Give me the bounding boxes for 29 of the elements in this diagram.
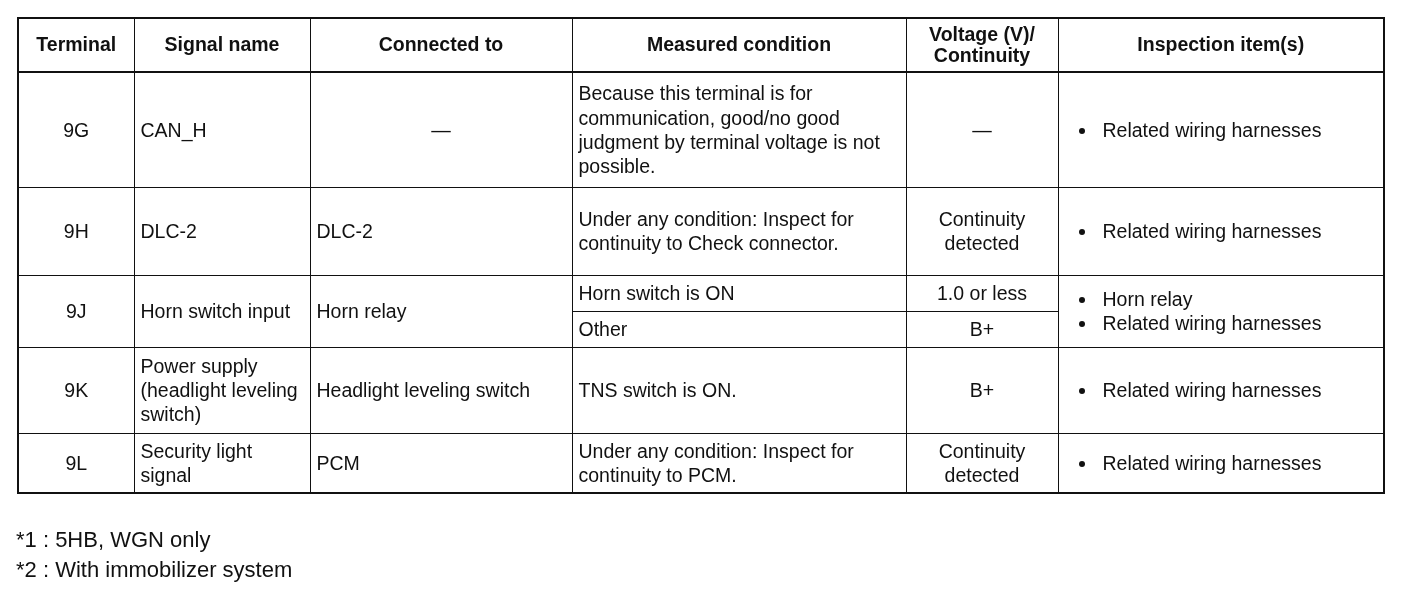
table-cell: DLC-2	[310, 187, 572, 275]
table-cell: CAN_H	[134, 72, 310, 187]
table-cell: Horn switch input	[134, 275, 310, 347]
table-cell: DLC-2	[134, 187, 310, 275]
table-cell: Because this terminal is for communication, good/no good judgment by terminal voltage is not possible.	[572, 72, 906, 187]
list-item: Related wiring harnesses	[1102, 219, 1322, 242]
table-cell: 1.0 or less	[906, 275, 1058, 311]
list-item: Related wiring harnesses	[1102, 451, 1322, 474]
list-item: Related wiring harnesses	[1102, 118, 1322, 141]
list-item: Related wiring harnesses	[1102, 312, 1322, 334]
table-cell: Continuity detected	[906, 187, 1058, 275]
table-cell: 9J	[18, 275, 134, 347]
table-cell: Under any condition: Inspect for continuity to Check connector.	[572, 187, 906, 275]
table-cell: —	[906, 72, 1058, 187]
table-cell: Horn switch is ON	[572, 275, 906, 311]
table-cell: TNS switch is ON.	[572, 347, 906, 433]
footnote: *2 : With immobilizer system	[16, 556, 293, 584]
table-cell: Headlight leveling switch	[310, 347, 572, 433]
table-cell: 9G	[18, 72, 134, 187]
list-item: Related wiring harnesses	[1102, 378, 1322, 401]
footnote: *1 : 5HB, WGN only	[16, 526, 212, 554]
table-cell: —	[310, 72, 572, 187]
table-cell: Other	[572, 311, 906, 347]
table-cell: Horn relay	[310, 275, 572, 347]
list-item: Horn relay	[1102, 287, 1193, 310]
table-cell: B+	[906, 347, 1058, 433]
table-cell: 9H	[18, 187, 134, 275]
table-cell: 9K	[18, 347, 134, 433]
table-cell: Power supply (headlight leveling switch)	[134, 347, 310, 433]
